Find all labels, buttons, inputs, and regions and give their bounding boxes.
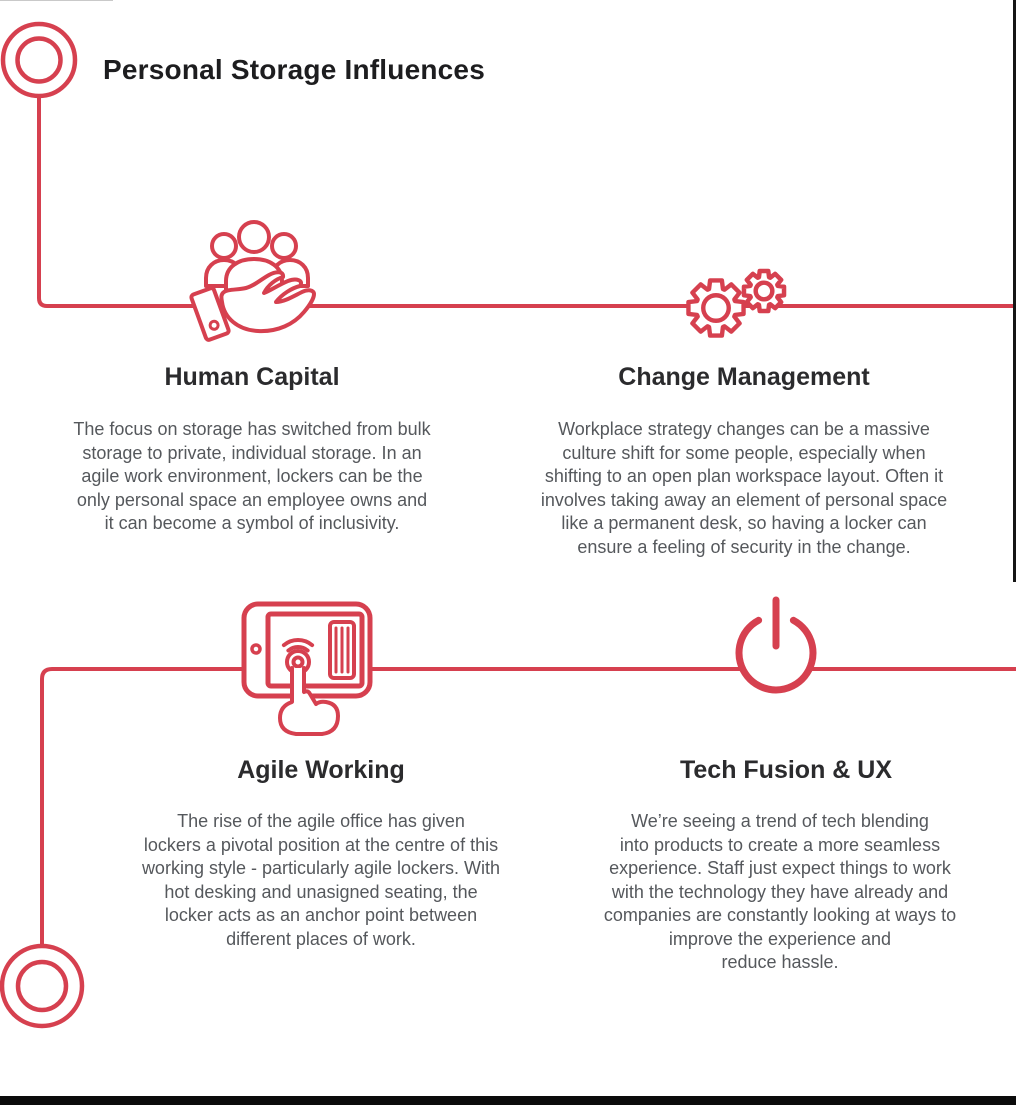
timeline-node-bottom-outer-circle: [0, 943, 85, 1029]
timeline-row2-path: [40, 667, 1016, 946]
section-body-change-management: Workplace strategy changes can be a mass…: [540, 419, 948, 557]
bottom-bar: [0, 1096, 1016, 1105]
section-body-tech-fusion-ux: We’re seeing a trend of tech blending in…: [603, 811, 957, 972]
timeline-row1-path: [37, 97, 1016, 308]
section-body-agile-working: The rise of the agile office has given l…: [141, 811, 501, 949]
timeline-node-bottom-inner-circle: [15, 959, 69, 1013]
section-heading-change-management: Change Management: [618, 363, 870, 391]
touch-tablet-icon: [241, 601, 373, 736]
gears-icon: [686, 268, 787, 338]
section-heading-human-capital: Human Capital: [164, 363, 340, 391]
power-button-icon: [735, 596, 817, 694]
timeline-node-top-outer-circle: [0, 21, 78, 99]
section-body-human-capital: The focus on storage has switched from b…: [73, 419, 431, 533]
timeline-node-top-inner-circle: [15, 36, 63, 84]
people-in-hand-icon: [189, 220, 316, 342]
section-heading-tech-fusion-ux: Tech Fusion & UX: [679, 756, 893, 784]
section-heading-agile-working: Agile Working: [237, 756, 405, 784]
page-title: Personal Storage Influences: [103, 54, 485, 85]
top-edge-line: [0, 0, 113, 1]
